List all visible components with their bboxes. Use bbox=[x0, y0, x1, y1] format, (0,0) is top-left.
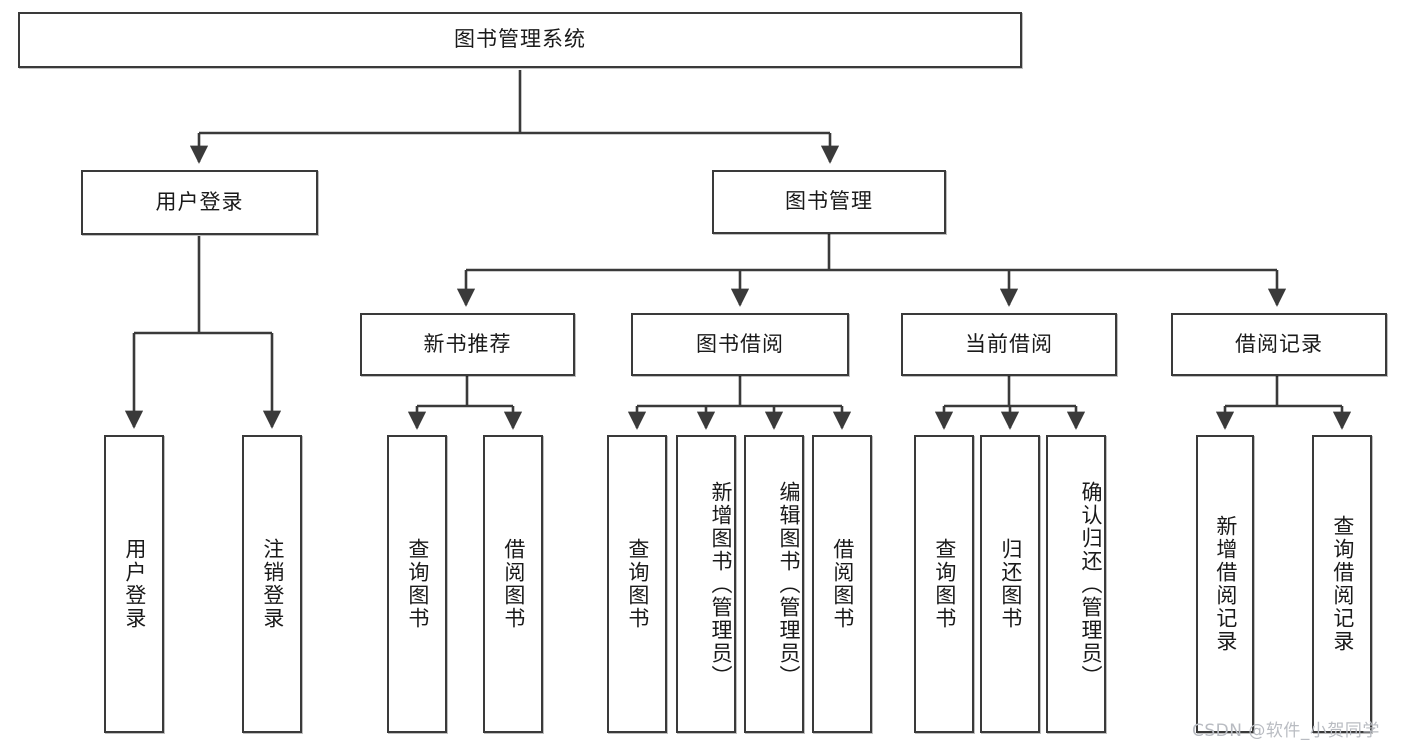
node-user-login-label: 用户登录 bbox=[155, 189, 244, 214]
node-leaf-borrow-book-2[interactable]: 借阅图书 bbox=[812, 435, 872, 733]
node-user-login[interactable]: 用户登录 bbox=[81, 170, 318, 235]
node-leaf-add-book-label: 新增图书（管理员） bbox=[709, 480, 733, 688]
node-leaf-edit-book-label: 编辑图书（管理员） bbox=[777, 480, 801, 688]
node-leaf-query-book-3-label: 查询图书 bbox=[932, 538, 957, 630]
node-leaf-user-login[interactable]: 用户登录 bbox=[104, 435, 164, 733]
node-leaf-borrow-book-1-label: 借阅图书 bbox=[501, 538, 526, 630]
node-current-borrow[interactable]: 当前借阅 bbox=[901, 313, 1117, 376]
node-new-book-recommend[interactable]: 新书推荐 bbox=[360, 313, 575, 376]
node-leaf-add-book[interactable]: 新增图书（管理员） bbox=[676, 435, 736, 733]
node-leaf-confirm-return-label: 确认归还（管理员） bbox=[1079, 480, 1103, 688]
node-root[interactable]: 图书管理系统 bbox=[18, 12, 1022, 68]
node-leaf-edit-book[interactable]: 编辑图书（管理员） bbox=[744, 435, 804, 733]
node-leaf-query-book-1-label: 查询图书 bbox=[405, 538, 430, 630]
node-leaf-return-book-label: 归还图书 bbox=[998, 538, 1023, 630]
node-leaf-borrow-book-2-label: 借阅图书 bbox=[830, 538, 855, 630]
node-leaf-query-record-label: 查询借阅记录 bbox=[1330, 515, 1355, 653]
node-leaf-return-book[interactable]: 归还图书 bbox=[980, 435, 1040, 733]
node-leaf-query-book-2-label: 查询图书 bbox=[625, 538, 650, 630]
node-leaf-query-book-1[interactable]: 查询图书 bbox=[387, 435, 447, 733]
node-leaf-query-record[interactable]: 查询借阅记录 bbox=[1312, 435, 1372, 733]
node-book-borrow[interactable]: 图书借阅 bbox=[631, 313, 849, 376]
node-leaf-query-book-2[interactable]: 查询图书 bbox=[607, 435, 667, 733]
node-leaf-logout-label: 注销登录 bbox=[260, 538, 285, 630]
node-leaf-borrow-book-1[interactable]: 借阅图书 bbox=[483, 435, 543, 733]
node-leaf-user-login-label: 用户登录 bbox=[122, 538, 147, 630]
node-new-book-recommend-label: 新书推荐 bbox=[423, 331, 512, 356]
node-book-manage-label: 图书管理 bbox=[785, 189, 873, 214]
csdn-watermark: CSDN @软件_小贺同学 bbox=[1192, 721, 1380, 741]
node-leaf-confirm-return[interactable]: 确认归还（管理员） bbox=[1046, 435, 1106, 733]
node-leaf-logout[interactable]: 注销登录 bbox=[242, 435, 302, 733]
node-leaf-query-book-3[interactable]: 查询图书 bbox=[914, 435, 974, 733]
node-leaf-add-record-label: 新增借阅记录 bbox=[1213, 515, 1238, 653]
node-borrow-record-label: 借阅记录 bbox=[1235, 331, 1323, 356]
node-borrow-record[interactable]: 借阅记录 bbox=[1171, 313, 1387, 376]
node-current-borrow-label: 当前借阅 bbox=[965, 331, 1053, 356]
node-root-label: 图书管理系统 bbox=[454, 27, 586, 52]
node-leaf-add-record[interactable]: 新增借阅记录 bbox=[1196, 435, 1254, 733]
node-book-manage[interactable]: 图书管理 bbox=[712, 170, 946, 234]
node-book-borrow-label: 图书借阅 bbox=[696, 331, 784, 356]
